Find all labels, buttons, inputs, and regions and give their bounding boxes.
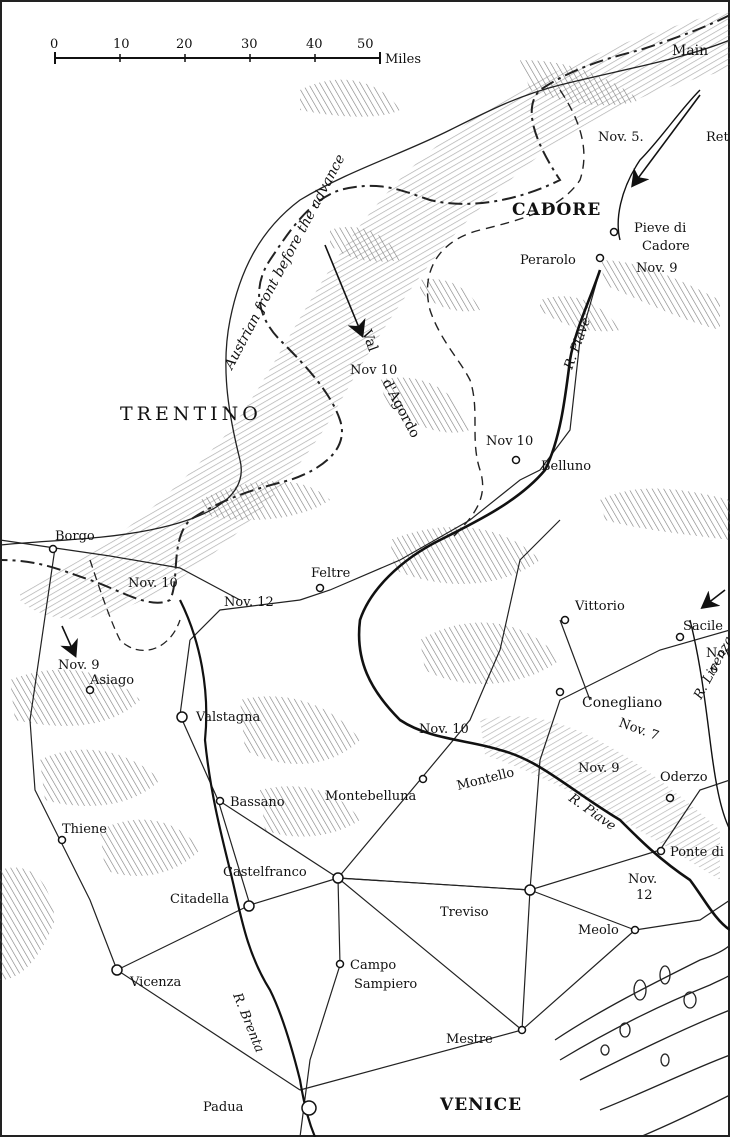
scale-tick-0: 0: [50, 37, 58, 52]
town-padua: Padua: [203, 1100, 244, 1115]
label-nov7: Nov. 7: [617, 716, 661, 744]
austrian-front-line: [0, 39, 730, 546]
town-citadella: Citadella: [170, 892, 229, 907]
region-cadore: CADORE: [512, 200, 601, 220]
town-montebelluna: Montebelluna: [325, 789, 417, 804]
town-borgo: Borgo: [55, 529, 95, 544]
scale-tick-50: 50: [357, 37, 374, 52]
town-thiene: Thiene: [62, 822, 107, 837]
scale-tick-40: 40: [306, 37, 323, 52]
town-treviso: Treviso: [440, 905, 489, 920]
label-nov10-belluno: Nov 10: [486, 434, 533, 449]
town-perarolo: Perarolo: [520, 253, 576, 268]
town-campo: Campo: [350, 958, 396, 973]
town-belluno: Belluno: [541, 459, 591, 474]
town-asiago: Asiago: [89, 673, 134, 688]
label-nov10-piave: Nov. 10: [419, 722, 469, 737]
town-vicenza: Vicenza: [129, 975, 182, 990]
scale-tick-10: 10: [113, 37, 130, 52]
label-nov9-asiago: Nov. 9: [58, 658, 100, 673]
scale-tick-30: 30: [241, 37, 258, 52]
town-bassano: Bassano: [230, 795, 285, 810]
advance-arrows: [60, 94, 726, 658]
national-border: [0, 14, 730, 604]
label-nov12-west: Nov. 12: [224, 595, 274, 610]
town-conegliano: Conegliano: [582, 695, 662, 711]
label-montello: Montello: [455, 765, 516, 794]
town-mestre: Mestre: [446, 1032, 493, 1047]
rivers: [179, 89, 730, 1137]
label-nov12-piave-day: 12: [636, 888, 653, 903]
label-nov12-piave: Nov.: [628, 872, 657, 887]
venice-lagoon: [554, 944, 730, 1137]
scale-bar: 0 10 20 30 40 50 Miles: [50, 37, 421, 67]
town-feltre: Feltre: [311, 566, 351, 581]
town-valstagna: Valstagna: [195, 710, 260, 725]
dashed-line-west: [89, 559, 181, 651]
label-val: Val: [358, 327, 381, 354]
label-nov9-cadore: Nov. 9: [636, 261, 678, 276]
town-oderzo: Oderzo: [660, 770, 708, 785]
label-nov5: Nov. 5.: [598, 130, 644, 145]
label-nov9-piave: Nov. 9: [578, 761, 620, 776]
region-venice: VENICE: [439, 1095, 522, 1115]
label-nov6: Nov: [706, 646, 730, 661]
railways: [0, 269, 730, 1137]
label-ret: Ret: [706, 130, 729, 145]
region-trentino: TRENTINO: [120, 403, 262, 425]
town-sacile: Sacile: [683, 619, 723, 634]
mountain-relief: [0, 10, 730, 980]
label-nov10-borgo: Nov. 10: [128, 576, 178, 591]
town-pieve: Pieve di: [634, 221, 686, 236]
dashed-line: [426, 89, 585, 541]
label-r-livenza: R. Livenza: [691, 634, 730, 703]
town-pieve-2: Cadore: [642, 239, 690, 254]
town-ponte: Ponte di: [670, 845, 724, 860]
scale-tick-20: 20: [176, 37, 193, 52]
town-castelfranco: Castelfranco: [223, 865, 307, 880]
scale-unit: Miles: [385, 52, 421, 67]
town-markers: [48, 227, 685, 1116]
town-sampiero: Sampiero: [354, 977, 417, 992]
town-vittorio: Vittorio: [574, 599, 625, 614]
label-nov10-agordo: Nov 10: [350, 363, 397, 378]
label-main: Main: [672, 43, 708, 59]
label-r-brenta: R. Brenta: [229, 990, 267, 1055]
label-nov6-day: 6: [710, 662, 718, 677]
town-meolo: Meolo: [578, 923, 619, 938]
